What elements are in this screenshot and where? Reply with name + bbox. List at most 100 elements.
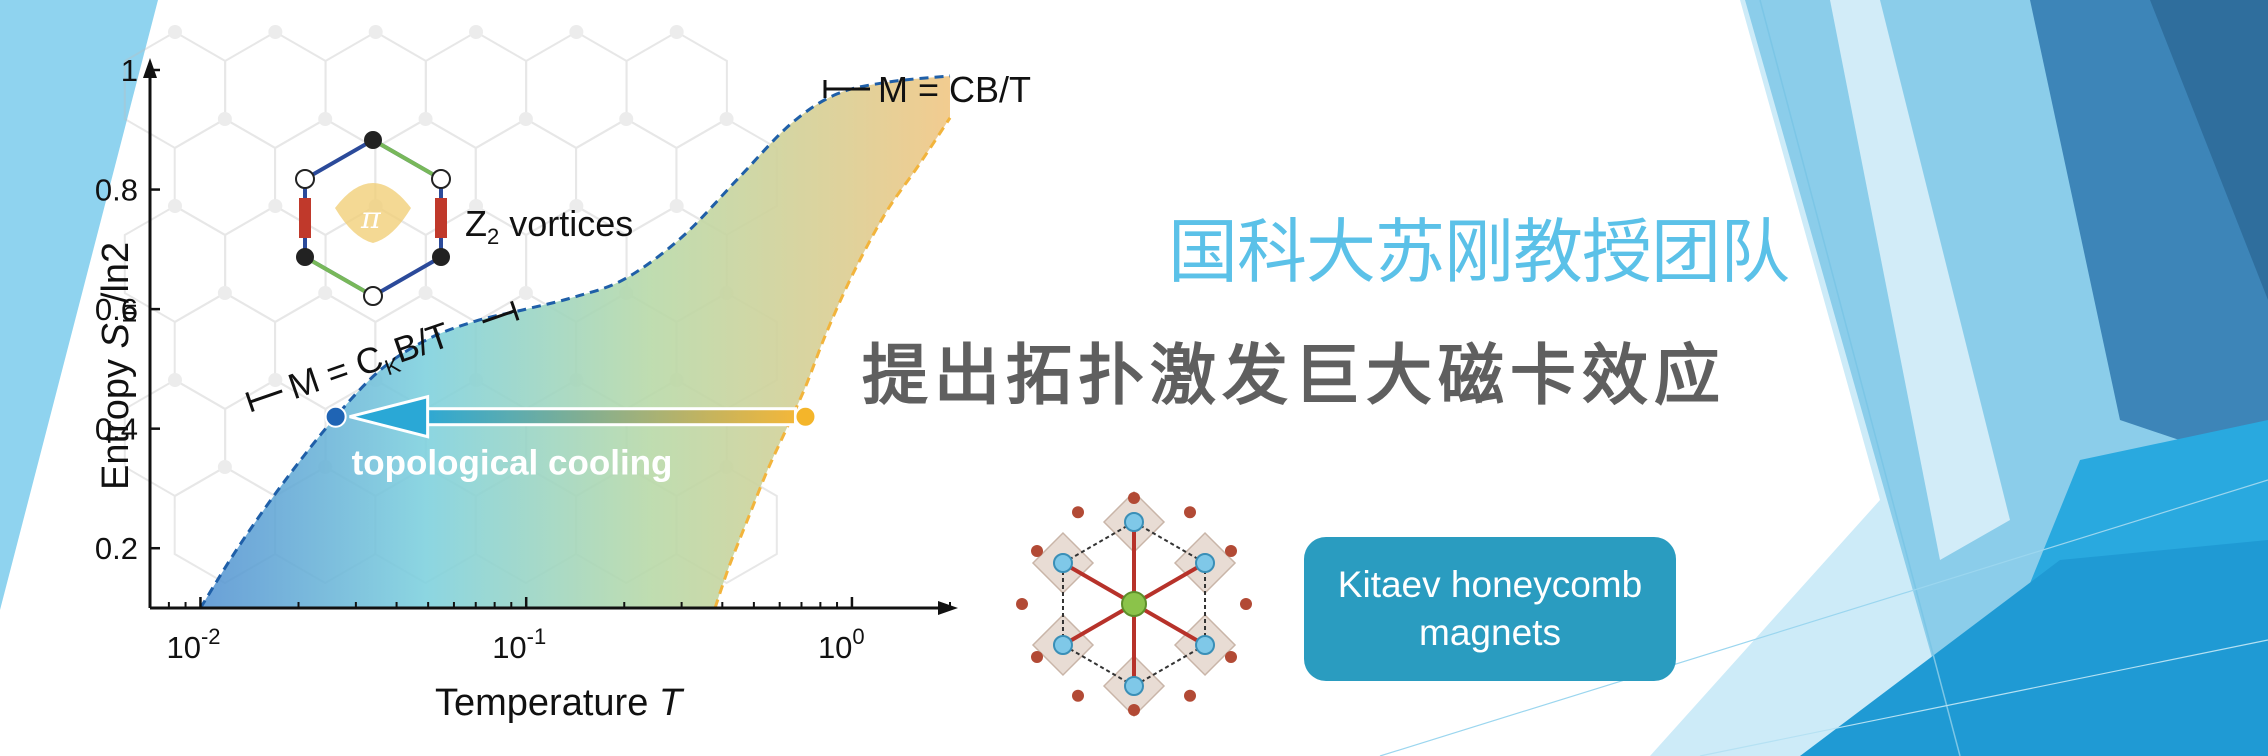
- lattice-site: [268, 199, 283, 213]
- thin-line-3: [1699, 639, 2268, 756]
- headline-subtitle: 提出拓扑激发巨大磁卡效应: [862, 336, 1726, 414]
- ligand-atom: [1184, 506, 1196, 519]
- cooling-arrow-shaft: [418, 407, 797, 427]
- magnetic-ion: [1195, 635, 1216, 655]
- lattice-site: [318, 286, 333, 300]
- svg-text:M = CB/T: M = CB/T: [878, 69, 1031, 110]
- y-tick-label: 0.4: [95, 412, 138, 447]
- thin-line-2: [1379, 479, 2268, 756]
- thin-line-1: [1759, 0, 1961, 756]
- lattice-hex: [424, 30, 528, 150]
- lattice-site: [318, 112, 333, 126]
- entropy-region-fill: [200, 75, 950, 608]
- ligand-atom: [1031, 651, 1044, 663]
- lattice-site: [418, 286, 433, 300]
- lattice-hex: [625, 30, 728, 150]
- magnetic-ion: [1052, 635, 1073, 655]
- ligand-atom: [1128, 492, 1140, 504]
- kitaev-crystal-icon: [1016, 490, 1252, 718]
- y-axis-arrow: [143, 58, 157, 78]
- lattice-hex: [123, 378, 227, 498]
- lattice-hex: [525, 30, 628, 150]
- lattice-hex: [324, 30, 427, 150]
- lattice-hex: [224, 204, 327, 324]
- vortex-label: Z2 vortices: [465, 203, 633, 249]
- crystal-spoke: [1061, 602, 1135, 647]
- lattice-site: [168, 373, 182, 387]
- lattice-site: [469, 199, 484, 213]
- y-tick-label: 0.8: [95, 173, 138, 208]
- ligand-atom: [1128, 704, 1140, 716]
- lattice-site: [418, 112, 433, 126]
- kitaev-label-line1: Kitaev honeycomb: [1337, 564, 1643, 605]
- data-point-blue: [324, 405, 347, 428]
- lattice-site: [168, 25, 182, 39]
- lattice-site: [368, 25, 383, 39]
- ligand-atom: [1240, 598, 1252, 610]
- entropy-chart: 0.2 0.4 0.6 0.8 1 10-2 10-1 100 topological coo…: [95, 25, 1031, 724]
- x-tick-label: 10-1: [492, 624, 546, 665]
- kitaev-magnets-badge: Kitaev honeycomb magnets: [1304, 537, 1676, 681]
- x-tick-label: 10-2: [166, 624, 220, 665]
- crystal-spoke: [1061, 561, 1135, 606]
- lattice-site: [669, 25, 684, 39]
- crystal-spoke: [1133, 561, 1207, 606]
- left-blue-triangle: [0, 0, 158, 610]
- series-ck-curve: [199, 74, 951, 609]
- y-tick-label: 1: [121, 53, 138, 88]
- lattice-hex: [173, 117, 277, 237]
- cooling-arrow-head: [349, 394, 430, 439]
- axis-ticks: 0.2 0.4 0.6 0.8 1 10-2 10-1 100: [95, 53, 951, 665]
- lattice-hex: [123, 30, 227, 150]
- lattice-site: [217, 112, 232, 126]
- lattice-site: [569, 25, 584, 39]
- lattice-hex: [324, 204, 427, 324]
- lattice-site: [669, 199, 684, 213]
- center-atom: [1121, 591, 1147, 617]
- ligand-atom: [1072, 689, 1084, 702]
- x-tick-label: 100: [818, 624, 865, 665]
- lattice-site: [569, 199, 584, 213]
- axes: [143, 58, 958, 615]
- honeycomb-vortex-icon: π: [295, 131, 451, 306]
- lattice-site: [518, 286, 533, 300]
- lattice-site: [217, 286, 232, 300]
- lattice-hex: [274, 291, 377, 411]
- team-title: 国科大苏刚教授团队: [1168, 211, 1790, 293]
- lattice-site: [619, 112, 634, 126]
- series-cb-curve: [713, 116, 952, 609]
- x-axis-label: Temperature T: [435, 682, 685, 724]
- ligand-atom: [1016, 598, 1028, 610]
- y-tick-label: 0.6: [95, 292, 138, 327]
- cb-annotation: M = CB/T: [823, 69, 1031, 110]
- magnetic-ion: [1124, 676, 1144, 696]
- lattice-site: [268, 25, 283, 39]
- lattice-site: [518, 112, 533, 126]
- lattice-site: [217, 460, 232, 474]
- right-shape-steel: [2030, 0, 2268, 470]
- lattice-hex: [173, 291, 277, 411]
- right-shape-bright2: [1800, 540, 2268, 756]
- kitaev-label-line2: magnets: [1419, 612, 1561, 653]
- magnetic-ion: [1124, 512, 1144, 532]
- cooling-label: topological cooling: [352, 444, 673, 483]
- lattice-hex: [123, 204, 227, 324]
- y-tick-label: 0.2: [95, 531, 138, 566]
- x-axis-arrow: [938, 601, 958, 615]
- ligand-atom: [1184, 689, 1196, 702]
- lattice-hex: [224, 30, 327, 150]
- data-point-orange: [794, 405, 817, 428]
- lattice-site: [469, 25, 484, 39]
- magnetic-ion: [1195, 553, 1216, 573]
- magnetic-ion: [1052, 553, 1073, 573]
- lattice-site: [268, 373, 283, 387]
- lattice-hex: [474, 117, 578, 237]
- crystal-spoke: [1133, 602, 1207, 647]
- lattice-site: [719, 112, 734, 126]
- y-axis-label: Entropy Sm/ln2: [95, 242, 142, 490]
- lattice-site: [168, 199, 182, 213]
- ligand-atom: [1224, 651, 1237, 663]
- svg-text:π: π: [360, 201, 382, 236]
- ligand-atom: [1224, 545, 1237, 557]
